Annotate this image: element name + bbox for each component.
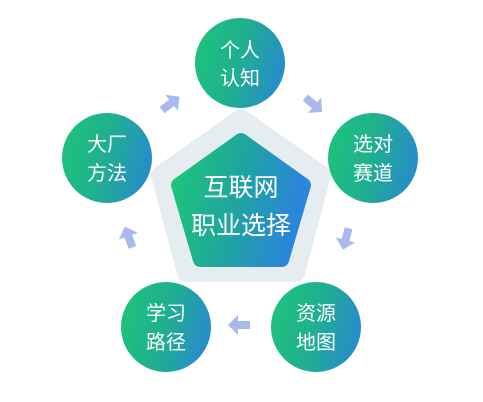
arrow-icon <box>159 94 180 114</box>
node-label-line1: 学习 <box>146 301 186 325</box>
node-label-line2: 赛道 <box>353 161 393 185</box>
node-big-company-method: 大厂 方法 <box>62 113 152 203</box>
node-choose-track: 选对 赛道 <box>328 113 418 203</box>
arrow-icon <box>118 226 138 249</box>
node-label-line1: 资源 <box>296 301 336 325</box>
center-pentagon-inner <box>171 133 311 267</box>
node-label-line1: 大厂 <box>87 132 127 156</box>
node-circle <box>121 282 211 372</box>
node-circle <box>62 113 152 203</box>
arrow-icon <box>302 94 323 113</box>
node-resource-map: 资源 地图 <box>271 282 361 372</box>
node-circle <box>271 282 361 372</box>
arrow-icon <box>335 227 356 250</box>
node-learning-path: 学习 路径 <box>121 282 211 372</box>
arrow-icon <box>228 315 250 335</box>
node-label-line1: 选对 <box>353 132 393 156</box>
node-label-line2: 认知 <box>220 66 260 90</box>
node-label-line2: 路径 <box>146 330 186 354</box>
center-pentagon: 互联网 职业选择 <box>151 109 331 282</box>
node-label-line2: 方法 <box>87 161 127 185</box>
node-circle <box>195 18 285 108</box>
center-title-line2: 职业选择 <box>191 211 291 240</box>
center-title-line1: 互联网 <box>203 173 278 202</box>
node-self-awareness: 个人 认知 <box>195 18 285 108</box>
node-circle <box>328 113 418 203</box>
node-label-line2: 地图 <box>296 330 336 354</box>
node-label-line1: 个人 <box>220 38 260 62</box>
